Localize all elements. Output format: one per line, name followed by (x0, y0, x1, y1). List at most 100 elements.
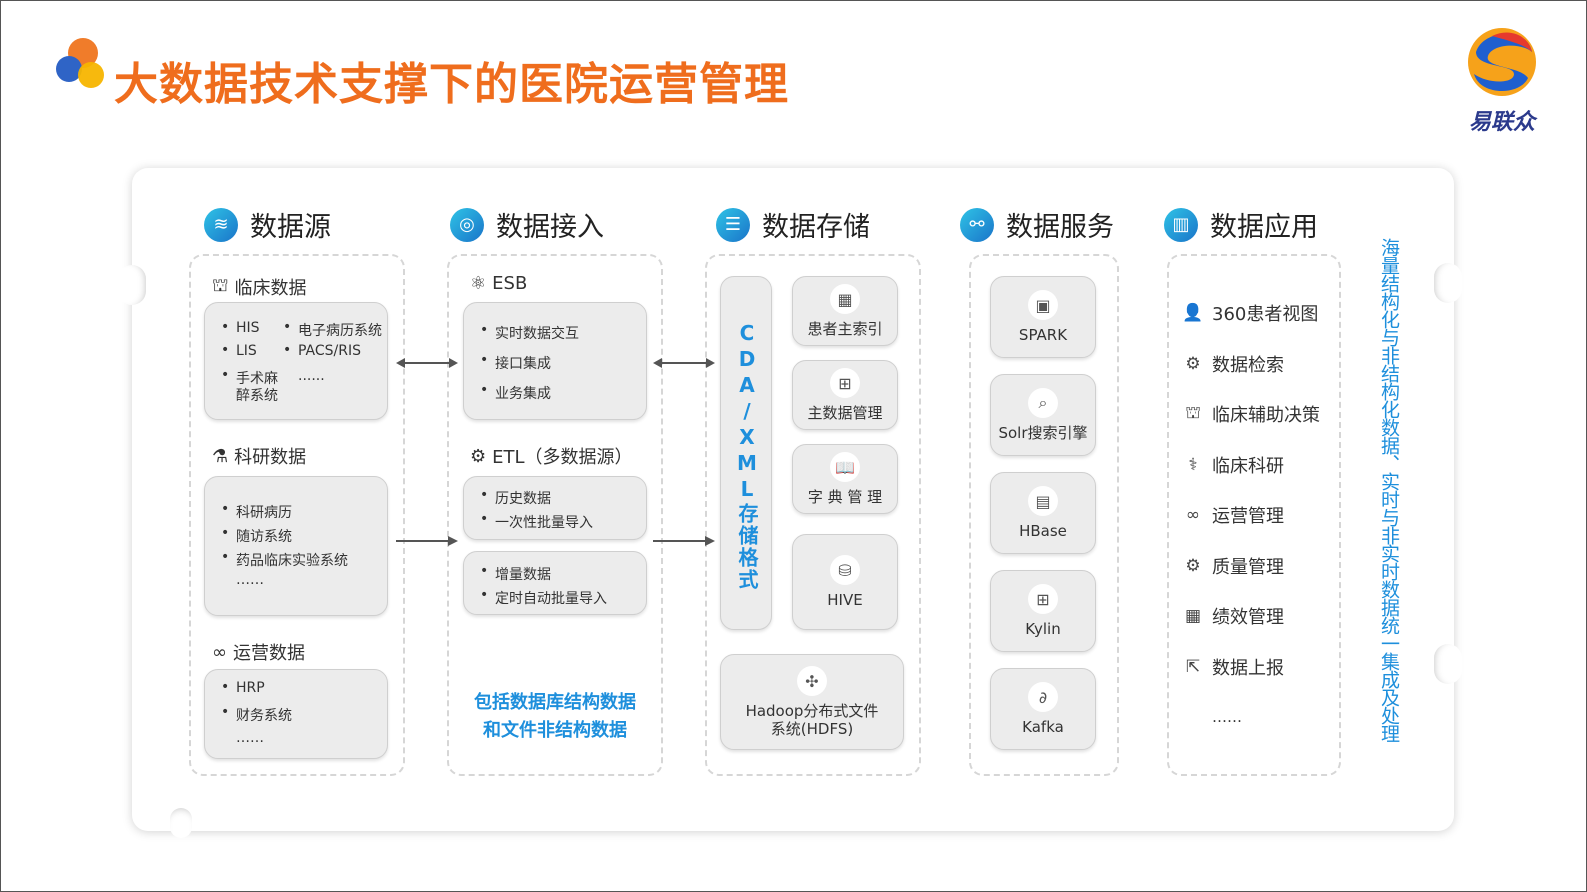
data-storage-column (705, 254, 921, 776)
list-item: 手术麻 (221, 367, 278, 388)
list-item: 药品临床实验系统 (221, 549, 348, 570)
app-item-operation: ∞ 运营管理 (1182, 502, 1284, 528)
spark-tile: ▣ SPARK (990, 276, 1096, 358)
export-icon: ⇱ (1185, 657, 1201, 677)
heading-data-source: ≋ 数据源 (204, 205, 331, 244)
cluster-icon: ✣ (797, 666, 827, 696)
access-note-line1: 包括数据库结构数据 (474, 692, 636, 713)
etl-heading: ⚙ ETL（多数据源） (470, 445, 633, 469)
list-item: 醉系统 (236, 388, 278, 404)
file-gear-icon: ⚙ (1185, 354, 1201, 374)
app-item-quality: ⚙ 质量管理 (1182, 553, 1284, 579)
hierarchy-icon: ⊞ (830, 368, 860, 398)
database-icon: ⛁ (830, 555, 860, 585)
hdfs-tile: ✣ Hadoop分布式文件 系统(HDFS) (720, 654, 904, 750)
panel-notch (170, 808, 192, 838)
logo-text: 易联众 (1468, 110, 1535, 135)
link-icon: ∞ (212, 641, 227, 663)
list-item: 一次性批量导入 (480, 511, 593, 532)
panel-notch (1434, 263, 1462, 303)
microscope-icon: ⚗ (212, 445, 229, 467)
list-item: 接口集成 (480, 352, 551, 373)
research-data-card (204, 476, 388, 616)
search-icon: ⌕ (1028, 388, 1058, 418)
data-application-column (1167, 254, 1341, 776)
book-icon: 📖 (830, 452, 860, 482)
cda-xml-format-band: CDA/XML存储格式 (720, 276, 772, 630)
kylin-tile: ⊞ Kylin (990, 570, 1096, 652)
panel-notch (1434, 644, 1462, 684)
list-item: PACS/RIS (283, 342, 361, 359)
title-bullet-icon (56, 38, 108, 90)
gear-icon: ⚙ (1185, 556, 1201, 576)
operation-data-card (204, 669, 388, 759)
operation-data-heading: ∞ 运营数据 (212, 641, 305, 665)
app-item-more: …… (1212, 708, 1242, 726)
list-item: 业务集成 (480, 382, 551, 403)
bidirectional-arrow (396, 358, 458, 368)
atom-icon: ⚛ (470, 273, 487, 294)
list-item: LIS (221, 342, 257, 359)
right-arrow (653, 536, 715, 546)
bar-chart-icon: ▥ (1164, 207, 1198, 242)
list-item: 定时自动批量导入 (480, 587, 607, 608)
grid-icon: ⊞ (1028, 584, 1058, 614)
master-data-tile: ⊞ 主数据管理 (792, 360, 898, 430)
hbase-tile: ▤ HBase (990, 472, 1096, 554)
monitor-gear-icon: ▤ (1028, 486, 1058, 516)
solr-tile: ⌕ Solr搜索引擎 (990, 374, 1096, 456)
app-item-clinical-research: ⚕ 临床科研 (1182, 452, 1284, 478)
hub-icon: ⚙ (470, 445, 487, 467)
esb-card (463, 302, 647, 420)
list-item: 实时数据交互 (480, 322, 579, 343)
company-logo: 易联众 (1462, 22, 1542, 138)
bidirectional-arrow (653, 358, 715, 368)
patient-master-index-tile: ▦ 患者主索引 (792, 276, 898, 346)
app-item-performance: ▦ 绩效管理 (1182, 603, 1284, 629)
app-item-patient-view: 👤 360患者视图 (1182, 303, 1319, 325)
dictionary-tile: 📖 字 典 管 理 (792, 444, 898, 514)
app-item-data-search: ⚙ 数据检索 (1182, 351, 1284, 377)
network-icon: ⚯ (960, 207, 994, 242)
list-item: HIS (221, 319, 259, 336)
list-item: …… (236, 730, 264, 746)
user-icon: 👤 (1182, 303, 1204, 323)
list-item: HRP (221, 679, 265, 696)
heading-data-application: ▥ 数据应用 (1164, 205, 1318, 244)
right-arrow (396, 536, 458, 546)
bed-icon: ⛫ (212, 275, 229, 296)
hive-tile: ⛁ HIVE (792, 534, 898, 630)
list-item: 增量数据 (480, 563, 551, 584)
list-item: ...... (298, 368, 325, 384)
page-title: 大数据技术支撑下的医院运营管理 (114, 59, 789, 110)
heading-data-access: ◎ 数据接入 (450, 205, 604, 244)
layers-icon: ≋ (204, 207, 238, 242)
server-icon: ☰ (716, 207, 750, 242)
list-item: 历史数据 (480, 487, 551, 508)
heading-data-service: ⚯ 数据服务 (960, 205, 1114, 244)
access-note-line2: 和文件非结构数据 (483, 720, 627, 741)
link-icon: ∂ (1028, 682, 1058, 712)
list-item: 随访系统 (221, 525, 292, 546)
dashboard-icon: ▦ (1184, 606, 1202, 626)
data-source-column (189, 254, 405, 776)
heading-data-storage: ☰ 数据存储 (716, 205, 870, 244)
panel-notch (118, 265, 146, 305)
research-data-heading: ⚗ 科研数据 (212, 445, 307, 469)
stethoscope-icon: ⚕ (1188, 455, 1198, 475)
list-item: 电子病历系统 (283, 319, 382, 340)
logo-swirl-icon (1468, 28, 1536, 96)
data-access-column (447, 254, 663, 776)
globe-icon: ◎ (450, 207, 484, 242)
bed-icon: ⛫ (1185, 403, 1201, 423)
app-item-clinical-decision: ⛫ 临床辅助决策 (1182, 401, 1320, 427)
list-item: 财务系统 (221, 704, 292, 725)
side-note: 海量结构化与非结构化数据、实时与非实时数据统一集成及处理 (1378, 238, 1400, 742)
chip-icon: ▣ (1028, 290, 1058, 320)
kafka-tile: ∂ Kafka (990, 668, 1096, 750)
link-icon: ∞ (1185, 505, 1201, 525)
list-item: 科研病历 (221, 501, 292, 522)
list-item: …… (236, 572, 264, 588)
app-item-report: ⇱ 数据上报 (1182, 654, 1284, 680)
calculator-icon: ▦ (830, 284, 860, 314)
